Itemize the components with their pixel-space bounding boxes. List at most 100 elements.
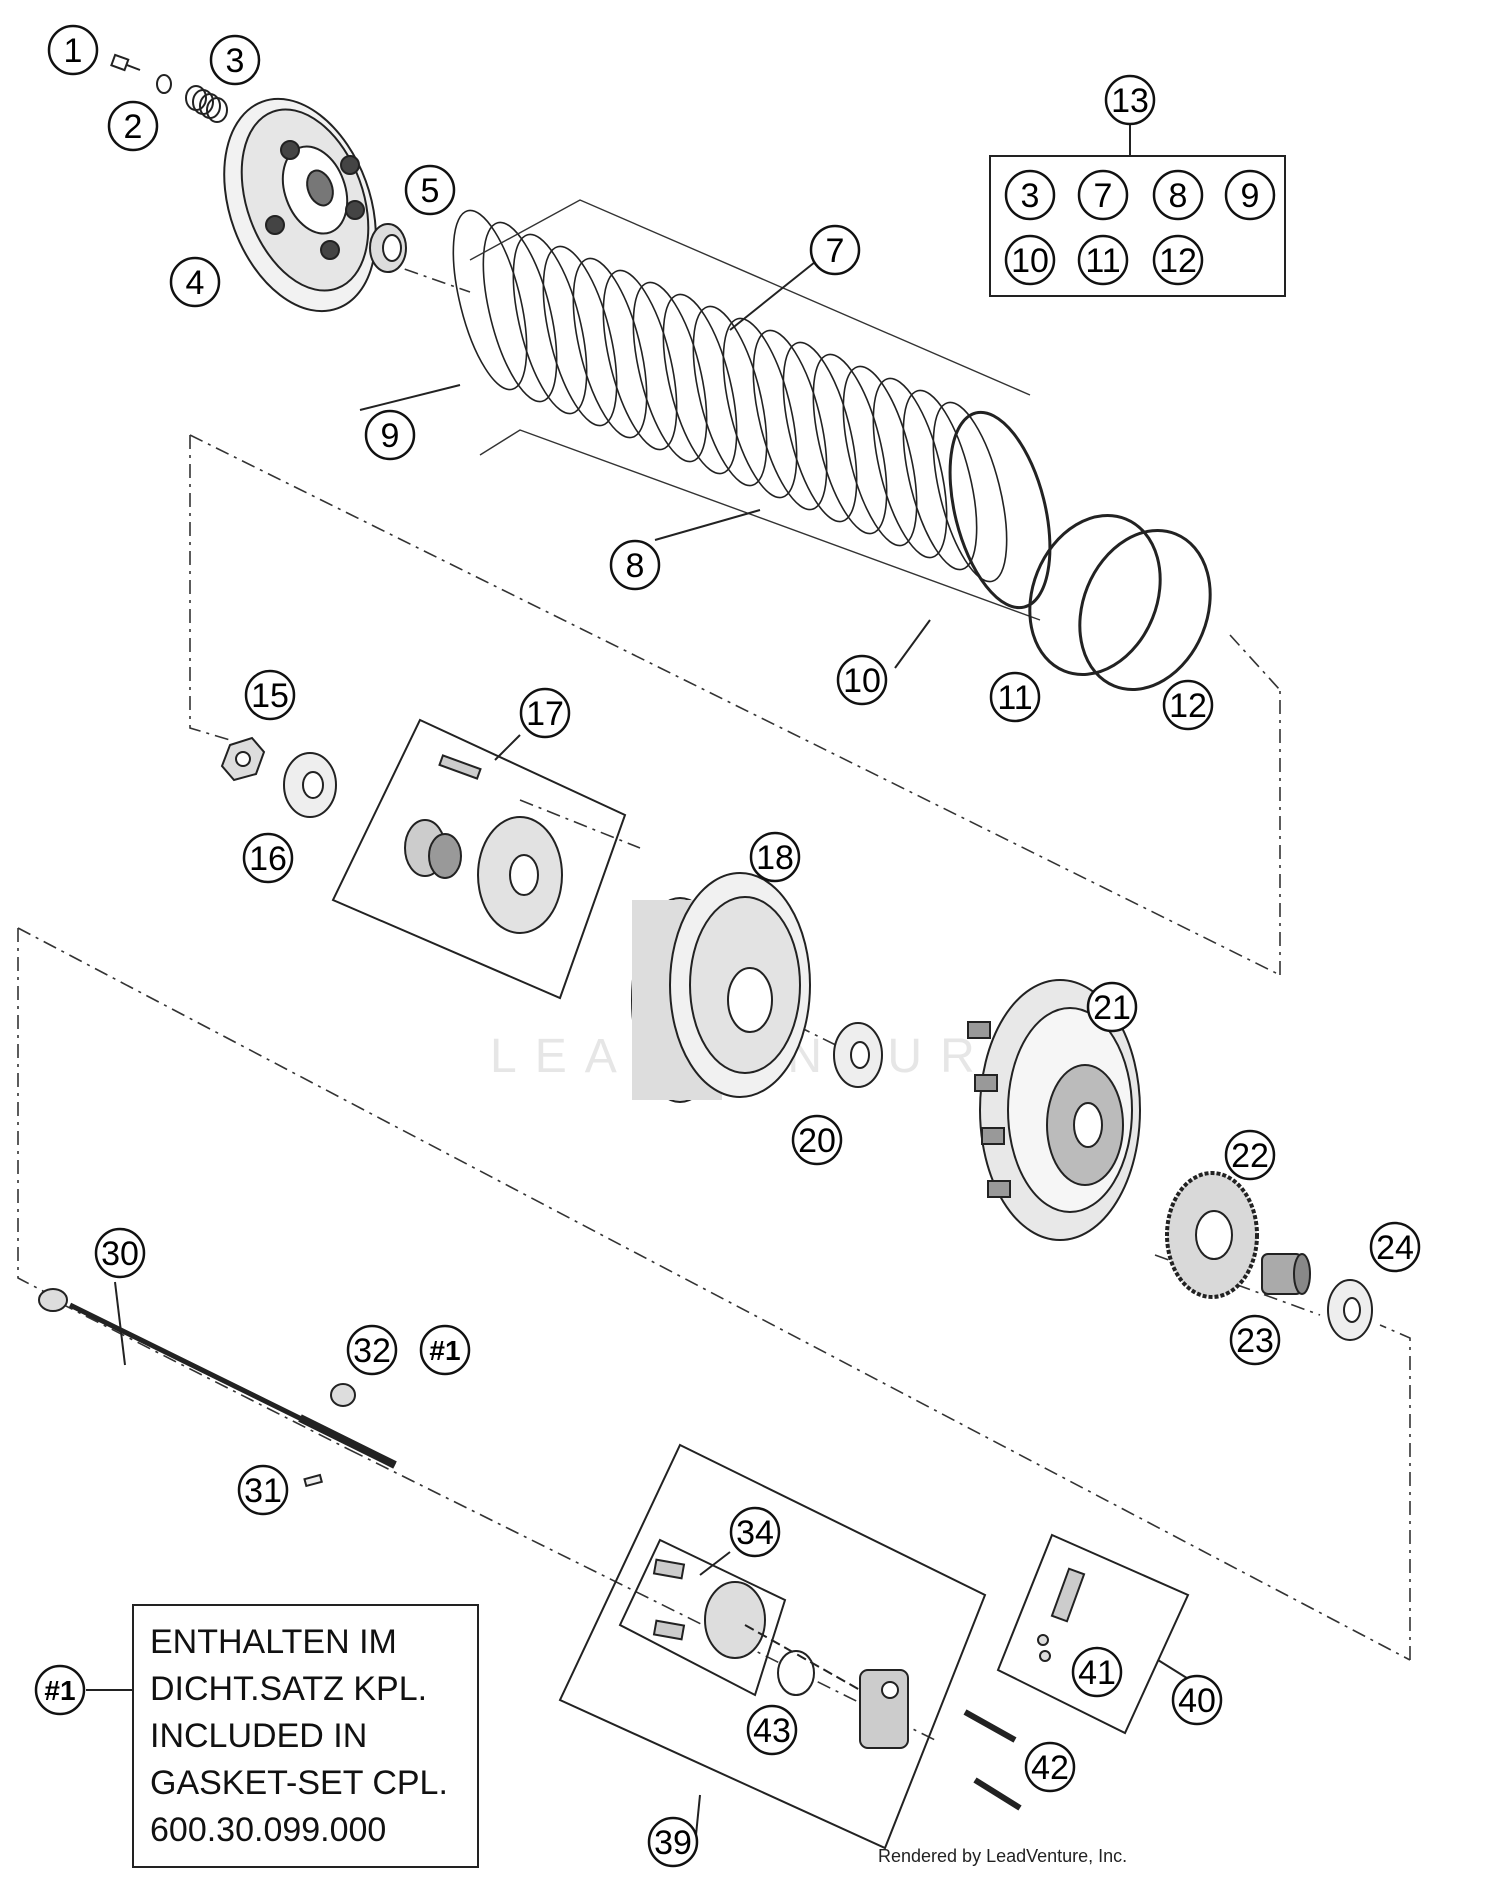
callout-circle bbox=[1224, 1129, 1276, 1181]
callout-label: 12 bbox=[1159, 242, 1197, 280]
nut-and-washer bbox=[220, 736, 337, 818]
callout-circle bbox=[519, 687, 571, 739]
callout-c39: 39 bbox=[647, 1816, 699, 1868]
callout-circle bbox=[1004, 169, 1056, 221]
assembly-guide-lines bbox=[17, 249, 1411, 1741]
callout-k9: 9 bbox=[1224, 169, 1276, 221]
callout-c22: 22 bbox=[1224, 1129, 1276, 1181]
callout-c24: 24 bbox=[1369, 1221, 1421, 1273]
callout-k12: 12 bbox=[1152, 234, 1204, 286]
callout-c2: 2 bbox=[107, 100, 159, 152]
callout-c21: 21 bbox=[1086, 981, 1138, 1033]
callout-label: 7 bbox=[826, 232, 845, 270]
callout-circle bbox=[791, 1114, 843, 1166]
callout-c32: 32 bbox=[346, 1324, 398, 1376]
callout-c8: 8 bbox=[609, 539, 661, 591]
callout-label: 8 bbox=[1169, 177, 1188, 215]
callout-label: 9 bbox=[1241, 177, 1260, 215]
callout-label: 23 bbox=[1236, 1322, 1274, 1360]
callout-leaders bbox=[114, 257, 931, 1846]
callout-c15: 15 bbox=[244, 669, 296, 721]
pressure-plate bbox=[223, 97, 377, 313]
callout-c1: 1 bbox=[47, 24, 99, 76]
render-credit: Rendered by LeadVenture, Inc. bbox=[878, 1846, 1127, 1866]
callout-c20: 20 bbox=[791, 1114, 843, 1166]
callout-label: 43 bbox=[753, 1712, 791, 1750]
callout-k3: 3 bbox=[1004, 169, 1056, 221]
callout-circle bbox=[1162, 679, 1214, 731]
disc-index-lines bbox=[469, 199, 1041, 621]
callout-c9: 9 bbox=[364, 409, 416, 461]
thrust-washer-20 bbox=[833, 1022, 883, 1088]
callout-circle bbox=[242, 832, 294, 884]
callout-circle bbox=[346, 1324, 398, 1376]
callout-label: 34 bbox=[736, 1514, 774, 1552]
release-bearing bbox=[369, 223, 407, 273]
callout-label: 32 bbox=[353, 1332, 391, 1370]
callout-label: 11 bbox=[1085, 242, 1120, 280]
kit-box-40 bbox=[996, 1533, 1190, 1735]
callout-label: 24 bbox=[1376, 1229, 1414, 1267]
kit-box-17 bbox=[331, 718, 627, 1000]
callout-label: 18 bbox=[756, 839, 794, 877]
callout-c16: 16 bbox=[242, 832, 294, 884]
callout-circle bbox=[1152, 234, 1204, 286]
reference-ref_note: #1 bbox=[34, 1664, 86, 1716]
reference-circle bbox=[34, 1664, 86, 1716]
note-line-1: ENTHALTEN IM bbox=[150, 1623, 397, 1661]
clutch-basket bbox=[967, 979, 1141, 1241]
inner-clutch-hub bbox=[631, 872, 811, 1103]
callout-circle bbox=[647, 1816, 699, 1868]
callout-circle bbox=[1071, 1646, 1123, 1698]
callout-circle bbox=[809, 224, 861, 276]
callout-label: 11 bbox=[997, 679, 1032, 717]
callout-label: 20 bbox=[798, 1122, 836, 1160]
callout-circle bbox=[609, 539, 661, 591]
callout-circle bbox=[169, 256, 221, 308]
bleeder-screw bbox=[1037, 1567, 1086, 1662]
callout-c31: 31 bbox=[237, 1464, 289, 1516]
bolt-washer-spring bbox=[110, 53, 228, 123]
callout-c18: 18 bbox=[749, 831, 801, 883]
callout-c30: 30 bbox=[94, 1227, 146, 1279]
callout-circle bbox=[1024, 1741, 1076, 1793]
callout-circle bbox=[94, 1227, 146, 1279]
callout-k8: 8 bbox=[1152, 169, 1204, 221]
reference-group: #1#1 bbox=[34, 1324, 471, 1716]
callout-label: 21 bbox=[1093, 989, 1131, 1027]
callout-label: 40 bbox=[1178, 1682, 1216, 1720]
callout-circle bbox=[244, 669, 296, 721]
callout-circle bbox=[1077, 169, 1129, 221]
callout-c40: 40 bbox=[1171, 1674, 1223, 1726]
callout-c41: 41 bbox=[1071, 1646, 1123, 1698]
kit-box-39 bbox=[558, 1443, 987, 1850]
reference-label: #1 bbox=[44, 1675, 75, 1706]
callout-circle bbox=[237, 1464, 289, 1516]
callout-circle bbox=[404, 164, 456, 216]
callout-c4: 4 bbox=[169, 256, 221, 308]
callout-label: 22 bbox=[1231, 1137, 1269, 1175]
callout-label: 9 bbox=[381, 417, 400, 455]
callout-circle bbox=[1224, 169, 1276, 221]
callout-label: 17 bbox=[526, 695, 564, 733]
callout-c11: 11 bbox=[989, 671, 1041, 723]
callout-label: 4 bbox=[186, 264, 205, 302]
callout-c7: 7 bbox=[809, 224, 861, 276]
kit-box-13 bbox=[989, 155, 1286, 297]
callout-k7: 7 bbox=[1077, 169, 1129, 221]
mounting-bolts bbox=[963, 1709, 1022, 1811]
callout-circle bbox=[1077, 234, 1129, 286]
clutch-disc-stack bbox=[452, 209, 1052, 610]
callout-label: 10 bbox=[1011, 242, 1049, 280]
note-line-5: 600.30.099.000 bbox=[150, 1811, 386, 1849]
callout-label: 7 bbox=[1094, 177, 1113, 215]
callout-circle bbox=[107, 100, 159, 152]
callout-circle bbox=[836, 654, 888, 706]
callout-c5: 5 bbox=[404, 164, 456, 216]
primary-gear bbox=[1165, 1171, 1259, 1299]
callout-circle bbox=[1229, 1314, 1281, 1366]
note-line-2: DICHT.SATZ KPL. bbox=[150, 1670, 427, 1708]
damper-hub bbox=[404, 754, 563, 934]
callout-label: 30 bbox=[101, 1235, 139, 1273]
